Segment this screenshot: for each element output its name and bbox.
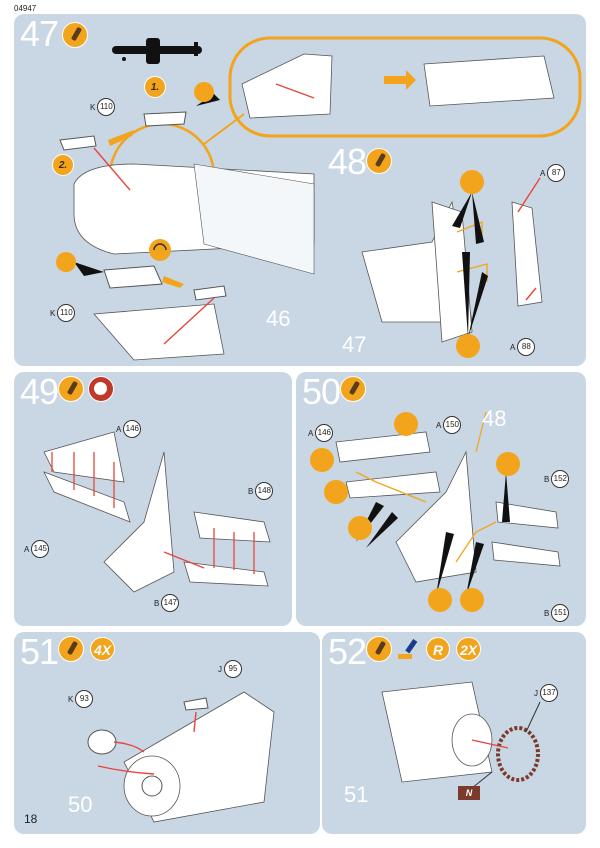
sub-step-1-badge: 1. [144, 76, 166, 98]
part-label-b147: B 147 [154, 594, 180, 612]
part-number: 150 [443, 416, 462, 434]
glue-icon [340, 376, 366, 402]
glue-icon [62, 22, 88, 48]
part-letter: A [116, 424, 122, 434]
part-number: 95 [224, 660, 242, 678]
paint-code-badge: R [426, 637, 450, 661]
step-49-panel: 49 A 146 A 145 B 148 B 147 [14, 372, 292, 626]
part-letter: A [540, 168, 546, 178]
part-letter: B [248, 486, 254, 496]
step-52-illustration [381, 681, 541, 789]
reference-step-label: 48 [482, 406, 507, 431]
step-51-illustration [87, 691, 275, 823]
part-label-k93: K 93 [68, 690, 94, 708]
part-letter: J [534, 688, 538, 698]
part-label-b151: B 151 [544, 604, 570, 622]
paint-flag-badge: N [458, 786, 480, 800]
part-number: 147 [161, 594, 180, 612]
part-label-k110: K 110 [50, 304, 76, 322]
reference-step-label: 50 [68, 792, 93, 817]
part-number: 146 [123, 420, 142, 438]
quantity-badge: 4X [90, 637, 116, 661]
part-letter: J [218, 664, 222, 674]
part-label-a150: A 150 [436, 416, 462, 434]
part-letter: B [544, 608, 550, 618]
part-label-a146: A 146 [308, 424, 334, 442]
part-number: 87 [547, 164, 566, 182]
part-number: 88 [517, 338, 536, 356]
part-letter: B [544, 474, 550, 484]
glue-icon [366, 636, 392, 662]
part-number: 145 [31, 540, 50, 558]
page-number: 18 [24, 812, 38, 826]
step-50-panel: 50 A 146 A 150 B [296, 372, 586, 626]
glue-icon [58, 636, 84, 662]
part-letter: A [24, 544, 30, 554]
part-label-k110: K 110 [90, 98, 116, 116]
glue-icon [58, 376, 84, 402]
part-label-b152: B 152 [544, 470, 570, 488]
part-number: 93 [75, 690, 94, 708]
part-number: 146 [315, 424, 334, 442]
step-47-illustration [56, 36, 582, 361]
part-label-a87: A 87 [540, 164, 566, 182]
part-label-a145: A 145 [24, 540, 50, 558]
step-48-illustration [361, 170, 543, 358]
part-number: 151 [551, 604, 570, 622]
step-number: 50 [302, 372, 341, 412]
step-51-panel: 51 4X K 93 J 95 50 [14, 632, 320, 834]
step-number: 51 [20, 632, 59, 672]
clock-icon [88, 376, 114, 402]
step-48-panel: 48 A 87 A 88 47 [322, 142, 586, 366]
sub-step-2-badge: 2. [52, 154, 74, 176]
part-number: 148 [255, 482, 274, 500]
part-letter: B [154, 598, 160, 608]
part-label-j137: J 137 [534, 684, 558, 702]
step-number: 49 [20, 372, 59, 412]
part-label-b148: B 148 [248, 482, 274, 500]
part-letter: A [510, 342, 516, 352]
part-label-a88: A 88 [510, 338, 536, 356]
reference-step-label: 46 [266, 306, 291, 331]
part-number: 137 [540, 684, 558, 702]
paintbrush-icon [396, 638, 420, 662]
part-letter: A [436, 420, 442, 430]
part-letter: K [90, 102, 96, 112]
step-number: 47 [20, 14, 59, 54]
step-number: 48 [328, 142, 367, 182]
step-52-panel: 52 R 2X J 137 N 51 [322, 632, 586, 834]
part-letter: K [68, 694, 74, 704]
part-number: 110 [57, 304, 76, 322]
step-number: 52 [328, 632, 367, 672]
reference-step-label: 51 [344, 782, 369, 807]
document-code: 04947 [14, 4, 37, 13]
quantity-badge: 2X [456, 637, 482, 661]
aircraft-silhouette-icon [112, 38, 202, 64]
glue-icon [366, 148, 392, 174]
part-letter: K [50, 308, 56, 318]
part-number: 110 [97, 98, 116, 116]
part-label-j95: J 95 [218, 660, 242, 678]
part-number: 152 [551, 470, 570, 488]
part-letter: A [308, 428, 314, 438]
step-50-illustration [310, 411, 561, 612]
step-49-illustration [43, 431, 271, 593]
part-label-a146: A 146 [116, 420, 142, 438]
reference-step-label: 47 [342, 332, 367, 357]
